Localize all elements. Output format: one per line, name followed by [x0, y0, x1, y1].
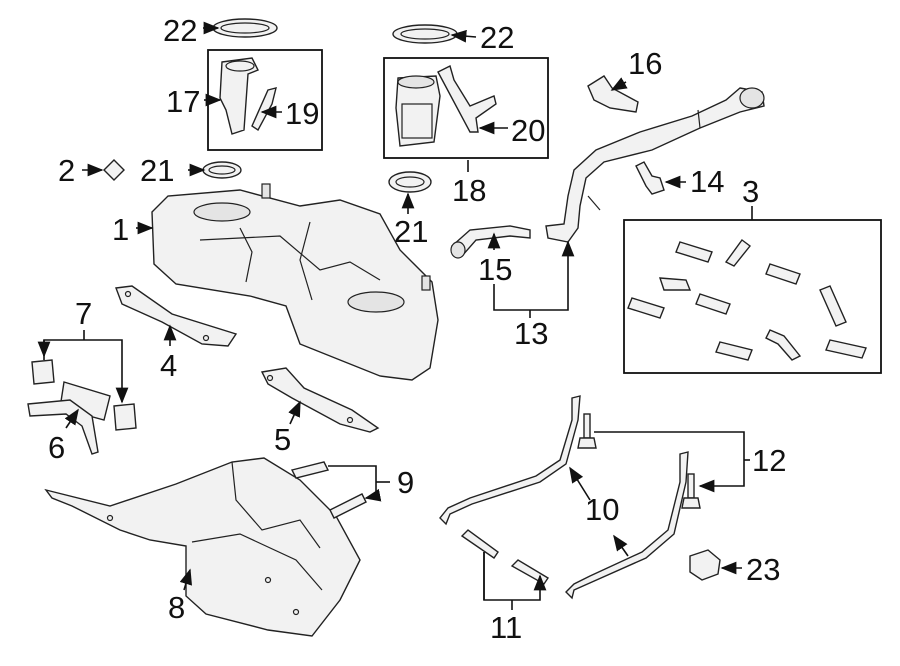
callout-13: 13	[514, 316, 549, 351]
part-17-sender-unit	[219, 57, 259, 135]
part-5-heat-shield	[260, 367, 380, 433]
callout-4: 4	[160, 348, 178, 383]
part-14-bolt	[635, 161, 665, 195]
callout-21-left: 21	[140, 153, 175, 188]
leader-lines	[37, 21, 753, 610]
part-11-sleeve-right	[510, 559, 549, 585]
callout-22-right: 22	[480, 20, 515, 55]
callout-16: 16	[628, 46, 663, 81]
part-3-insulator-pads	[627, 239, 867, 361]
callout-20: 20	[511, 113, 546, 148]
part-22-lock-ring-right	[392, 24, 458, 44]
callout-6: 6	[48, 430, 66, 465]
callout-17: 17	[166, 84, 201, 119]
part-11-sleeve-left	[460, 529, 499, 559]
callout-14: 14	[690, 164, 725, 199]
part-7-pad-bottom	[113, 403, 137, 431]
part-18-box	[383, 57, 549, 159]
callout-23: 23	[746, 552, 781, 587]
part-1-fuel-tank	[151, 183, 439, 381]
part-13-filler-pipe	[545, 87, 765, 243]
part-12-bolt-bottom	[681, 473, 701, 509]
callout-10: 10	[585, 492, 620, 527]
part-15-vent-hose	[450, 225, 531, 259]
part-22-lock-ring-left	[212, 18, 278, 38]
part-10-strap-right	[565, 451, 689, 600]
callout-7: 7	[75, 296, 93, 331]
callout-11: 11	[490, 610, 523, 645]
part-16-filler-cap	[587, 75, 639, 113]
part-21-seal-left	[202, 161, 242, 179]
callout-19: 19	[285, 96, 320, 131]
part-12-bolt-top	[577, 413, 597, 449]
callout-18: 18	[452, 173, 487, 208]
part-10-strap-left	[439, 395, 581, 526]
part-7-pad-top	[31, 359, 55, 385]
part-20-fuel-level-sensor	[437, 64, 497, 133]
part-21-seal-right	[388, 171, 432, 193]
part-18-fuel-pump-module	[395, 75, 441, 147]
callout-12: 12	[752, 443, 787, 478]
callout-22-left: 22	[163, 13, 198, 48]
part-4-heat-shield	[115, 285, 238, 347]
part-23-clip	[689, 549, 721, 581]
part-9-pad-bottom	[329, 493, 367, 519]
part-19-float-arm	[251, 87, 277, 132]
callout-2: 2	[58, 153, 76, 188]
callout-8: 8	[168, 590, 186, 625]
callout-3: 3	[742, 174, 760, 209]
callout-1: 1	[112, 212, 130, 247]
callout-9: 9	[397, 465, 415, 500]
callout-5: 5	[274, 422, 292, 457]
callout-15: 15	[478, 252, 513, 287]
part-9-pad-top	[290, 461, 330, 479]
part-6-insulator	[27, 381, 111, 455]
callout-21-right: 21	[394, 214, 429, 249]
part-2-plug	[103, 159, 125, 181]
part-8-skid-plate	[44, 457, 361, 637]
